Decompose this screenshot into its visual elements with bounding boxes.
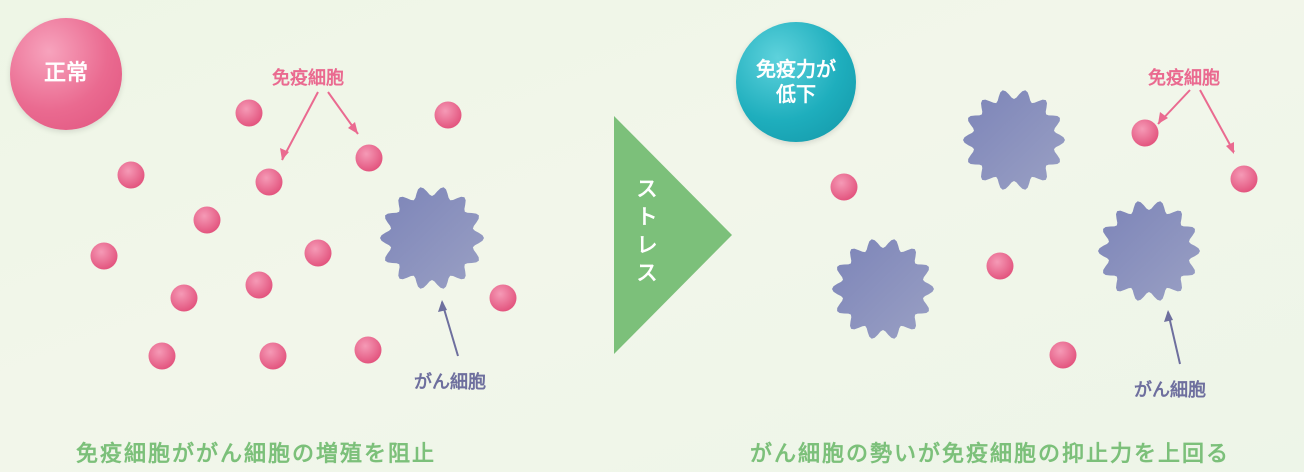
immune-cell-label: 免疫細胞 <box>272 68 344 89</box>
stress-label: ス ト レ ス <box>632 175 662 287</box>
immune-cell <box>1230 165 1258 193</box>
immune-cell <box>193 206 221 234</box>
immune-cell <box>117 161 145 189</box>
normal-diagram <box>90 91 517 370</box>
cancer-cell <box>380 187 484 289</box>
normal-caption: 免疫細胞ががん細胞の増殖を阻止 <box>76 442 437 467</box>
normal-badge: 正常 <box>10 18 122 130</box>
immune-label-arrows <box>281 91 359 161</box>
arrowhead <box>438 300 447 312</box>
low-immunity-diagram <box>830 89 1258 369</box>
stress-char: レ <box>636 233 658 257</box>
immune-cell <box>1049 341 1077 369</box>
cancer-cell-label: がん細胞 <box>1134 380 1206 401</box>
immune-cell <box>304 239 332 267</box>
immune-cell <box>259 342 287 370</box>
cancer-label-arrow <box>441 301 459 357</box>
immune-cell <box>255 168 283 196</box>
cancer-cell <box>963 90 1065 190</box>
immune-cell-label: 免疫細胞 <box>1148 68 1220 89</box>
normal-badge-label: 正常 <box>43 61 88 87</box>
immune-cell <box>1131 119 1159 147</box>
immune-cell <box>355 144 383 172</box>
arrowhead <box>280 148 289 160</box>
cancer-cell <box>1098 201 1200 301</box>
immune-cell <box>90 242 118 270</box>
immune-cell <box>489 284 517 312</box>
immune-cell <box>354 336 382 364</box>
stress-arrow <box>614 116 732 354</box>
immune-cell <box>148 342 176 370</box>
normal-panel: 正常 免疫細胞 がん細胞 免疫細胞が <box>0 0 600 472</box>
arrowhead <box>1164 310 1173 322</box>
low-immunity-badge-line2: 低下 <box>776 82 816 106</box>
low-immunity-panel: 免疫力が 低下 免疫細胞 がん細胞 <box>720 0 1304 472</box>
stress-char: ス <box>636 261 658 285</box>
low-immunity-badge-line1: 免疫力が <box>756 57 836 81</box>
immune-cell <box>986 252 1014 280</box>
arrowhead <box>1226 142 1234 154</box>
low-immunity-caption: がん細胞の勢いが免疫細胞の抑止力を上回る <box>750 442 1231 467</box>
cancer-cell-label: がん細胞 <box>414 372 486 393</box>
immune-cell <box>245 271 273 299</box>
immune-cell <box>235 99 263 127</box>
immune-label-arrows <box>1157 89 1235 153</box>
immune-cell <box>830 173 858 201</box>
cancer-cell <box>832 239 934 339</box>
stress-char: ス <box>636 177 658 201</box>
immune-cell <box>170 284 198 312</box>
stress-char: ト <box>636 205 658 229</box>
arrowhead <box>1158 112 1168 124</box>
immune-cell <box>434 101 462 129</box>
low-immunity-badge: 免疫力が 低下 <box>736 22 856 142</box>
arrowhead <box>348 122 358 134</box>
